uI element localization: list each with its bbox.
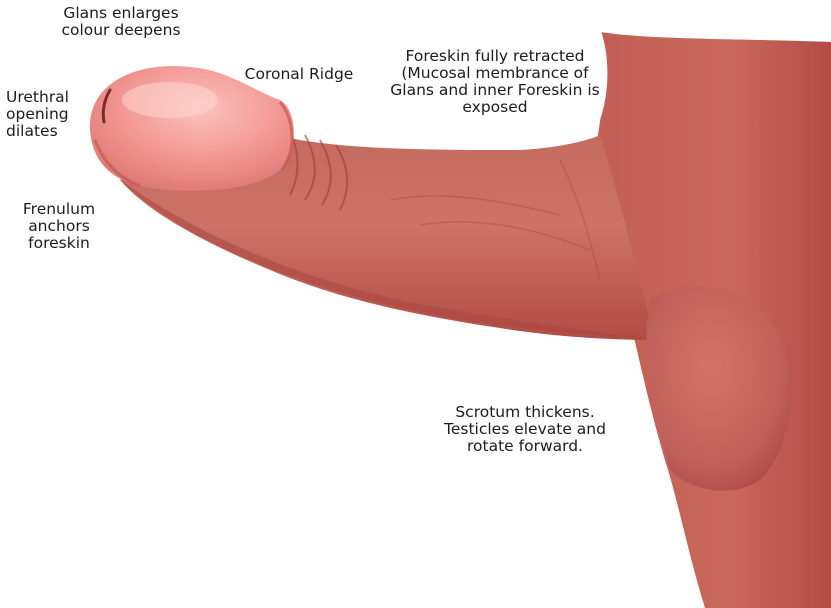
label-scrotum: Scrotum thickens. Testicles elevate and …: [420, 404, 630, 455]
label-urethral-opening: Urethral opening dilates: [6, 89, 91, 140]
label-coronal-ridge: Coronal Ridge: [234, 66, 364, 83]
label-glans: Glans enlarges colour deepens: [46, 5, 196, 39]
glans-highlight: [122, 82, 218, 118]
label-foreskin: Foreskin fully retracted (Mucosal membra…: [380, 48, 610, 116]
label-frenulum: Frenulum anchors foreskin: [14, 201, 104, 252]
